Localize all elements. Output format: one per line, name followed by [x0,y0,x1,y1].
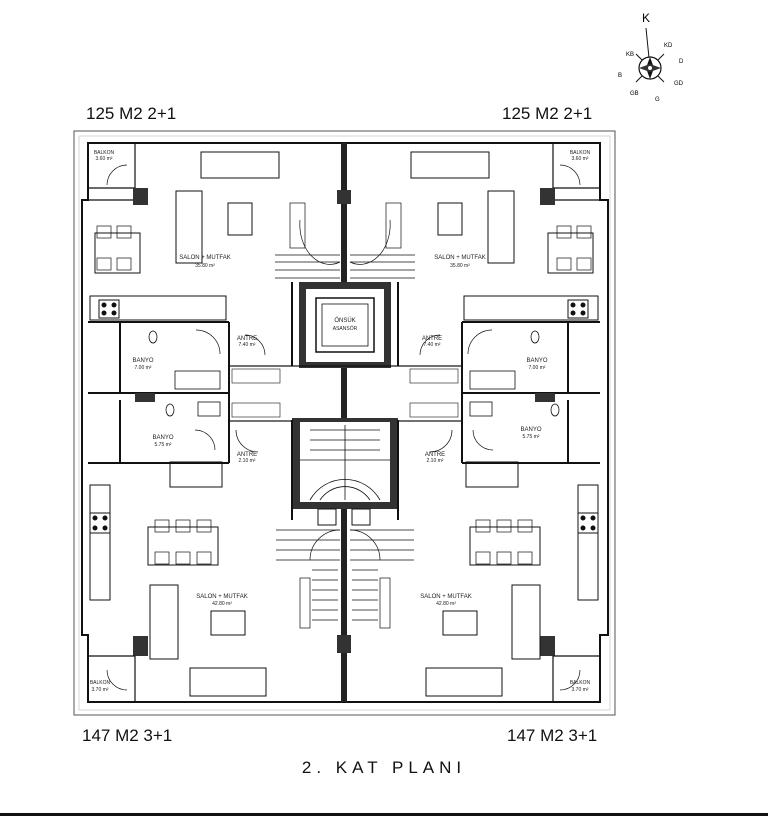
room-salon-bl-label: SALON + MUTFAK [196,594,248,600]
room-salon-br-area: 42.80 m² [436,601,456,607]
room-banyo-ml-area: 7.00 m² [135,365,152,371]
bottom-divider [0,813,768,816]
room-balkon-br-area: 3.70 m² [572,687,589,693]
room-banyo-ml-label: BANYO [132,358,153,364]
room-salon-tl-area: 35.80 m² [195,263,215,269]
room-antre-tr-label: ANTRE [422,336,442,342]
compass-dir-b: B [618,73,622,79]
room-salon-tr-label: SALON + MUTFAK [434,255,486,261]
room-banyo-ll-area: 5.75 m² [155,442,172,448]
room-elevator-label: ÖNSÜK [334,317,355,324]
room-balkon-tl-area: 3.60 m² [96,156,113,162]
room-antre-tl-label: ANTRE [237,336,257,342]
room-antre-tl-area: 7.40 m² [239,342,256,348]
unit-label-top-right: 125 M2 2+1 [502,104,593,123]
room-antre-tr-area: 7.40 m² [424,342,441,348]
room-banyo-lr-label: BANYO [520,427,541,433]
room-balkon-tl-label: BALKON [94,150,115,156]
room-balkon-tr-area: 3.60 m² [572,156,589,162]
room-antre-br-area: 2.10 m² [427,458,444,464]
room-salon-tr-area: 35.80 m² [450,263,470,269]
room-antre-br-label: ANTRE [425,452,445,458]
room-banyo-mr-area: 7.00 m² [529,365,546,371]
room-balkon-tr-label: BALKON [570,150,591,156]
room-salon-tl-label: SALON + MUTFAK [179,255,231,261]
compass-north-label: K [642,11,650,25]
compass-dir-kb: KB [626,52,634,58]
room-balkon-bl-area: 3.70 m² [92,687,109,693]
compass-dir-d: D [679,59,684,65]
room-banyo-ll-label: BANYO [152,435,173,441]
room-banyo-lr-area: 5.75 m² [523,434,540,440]
room-salon-bl-area: 42.80 m² [212,601,232,607]
compass-dir-kd: KD [664,43,673,49]
room-balkon-bl-label: BALKON [90,680,111,686]
room-balkon-br-label: BALKON [570,680,591,686]
compass-dir-gb: GB [630,91,639,97]
unit-label-top-left: 125 M2 2+1 [86,104,177,123]
room-antre-bl-label: ANTRE [237,452,257,458]
elevator-shaft [315,297,375,353]
room-banyo-mr-label: BANYO [526,358,547,364]
room-salon-br-label: SALON + MUTFAK [420,594,472,600]
plan-title: 2. KAT PLANI [301,758,467,777]
room-antre-bl-area: 2.10 m² [239,458,256,464]
compass-dir-gd: GD [674,81,684,87]
unit-label-bottom-right: 147 M2 3+1 [507,726,598,745]
room-elevator-sub: ASANSÖR [333,325,358,332]
unit-label-bottom-left: 147 M2 3+1 [82,726,173,745]
compass-dir-g: G [655,97,660,103]
